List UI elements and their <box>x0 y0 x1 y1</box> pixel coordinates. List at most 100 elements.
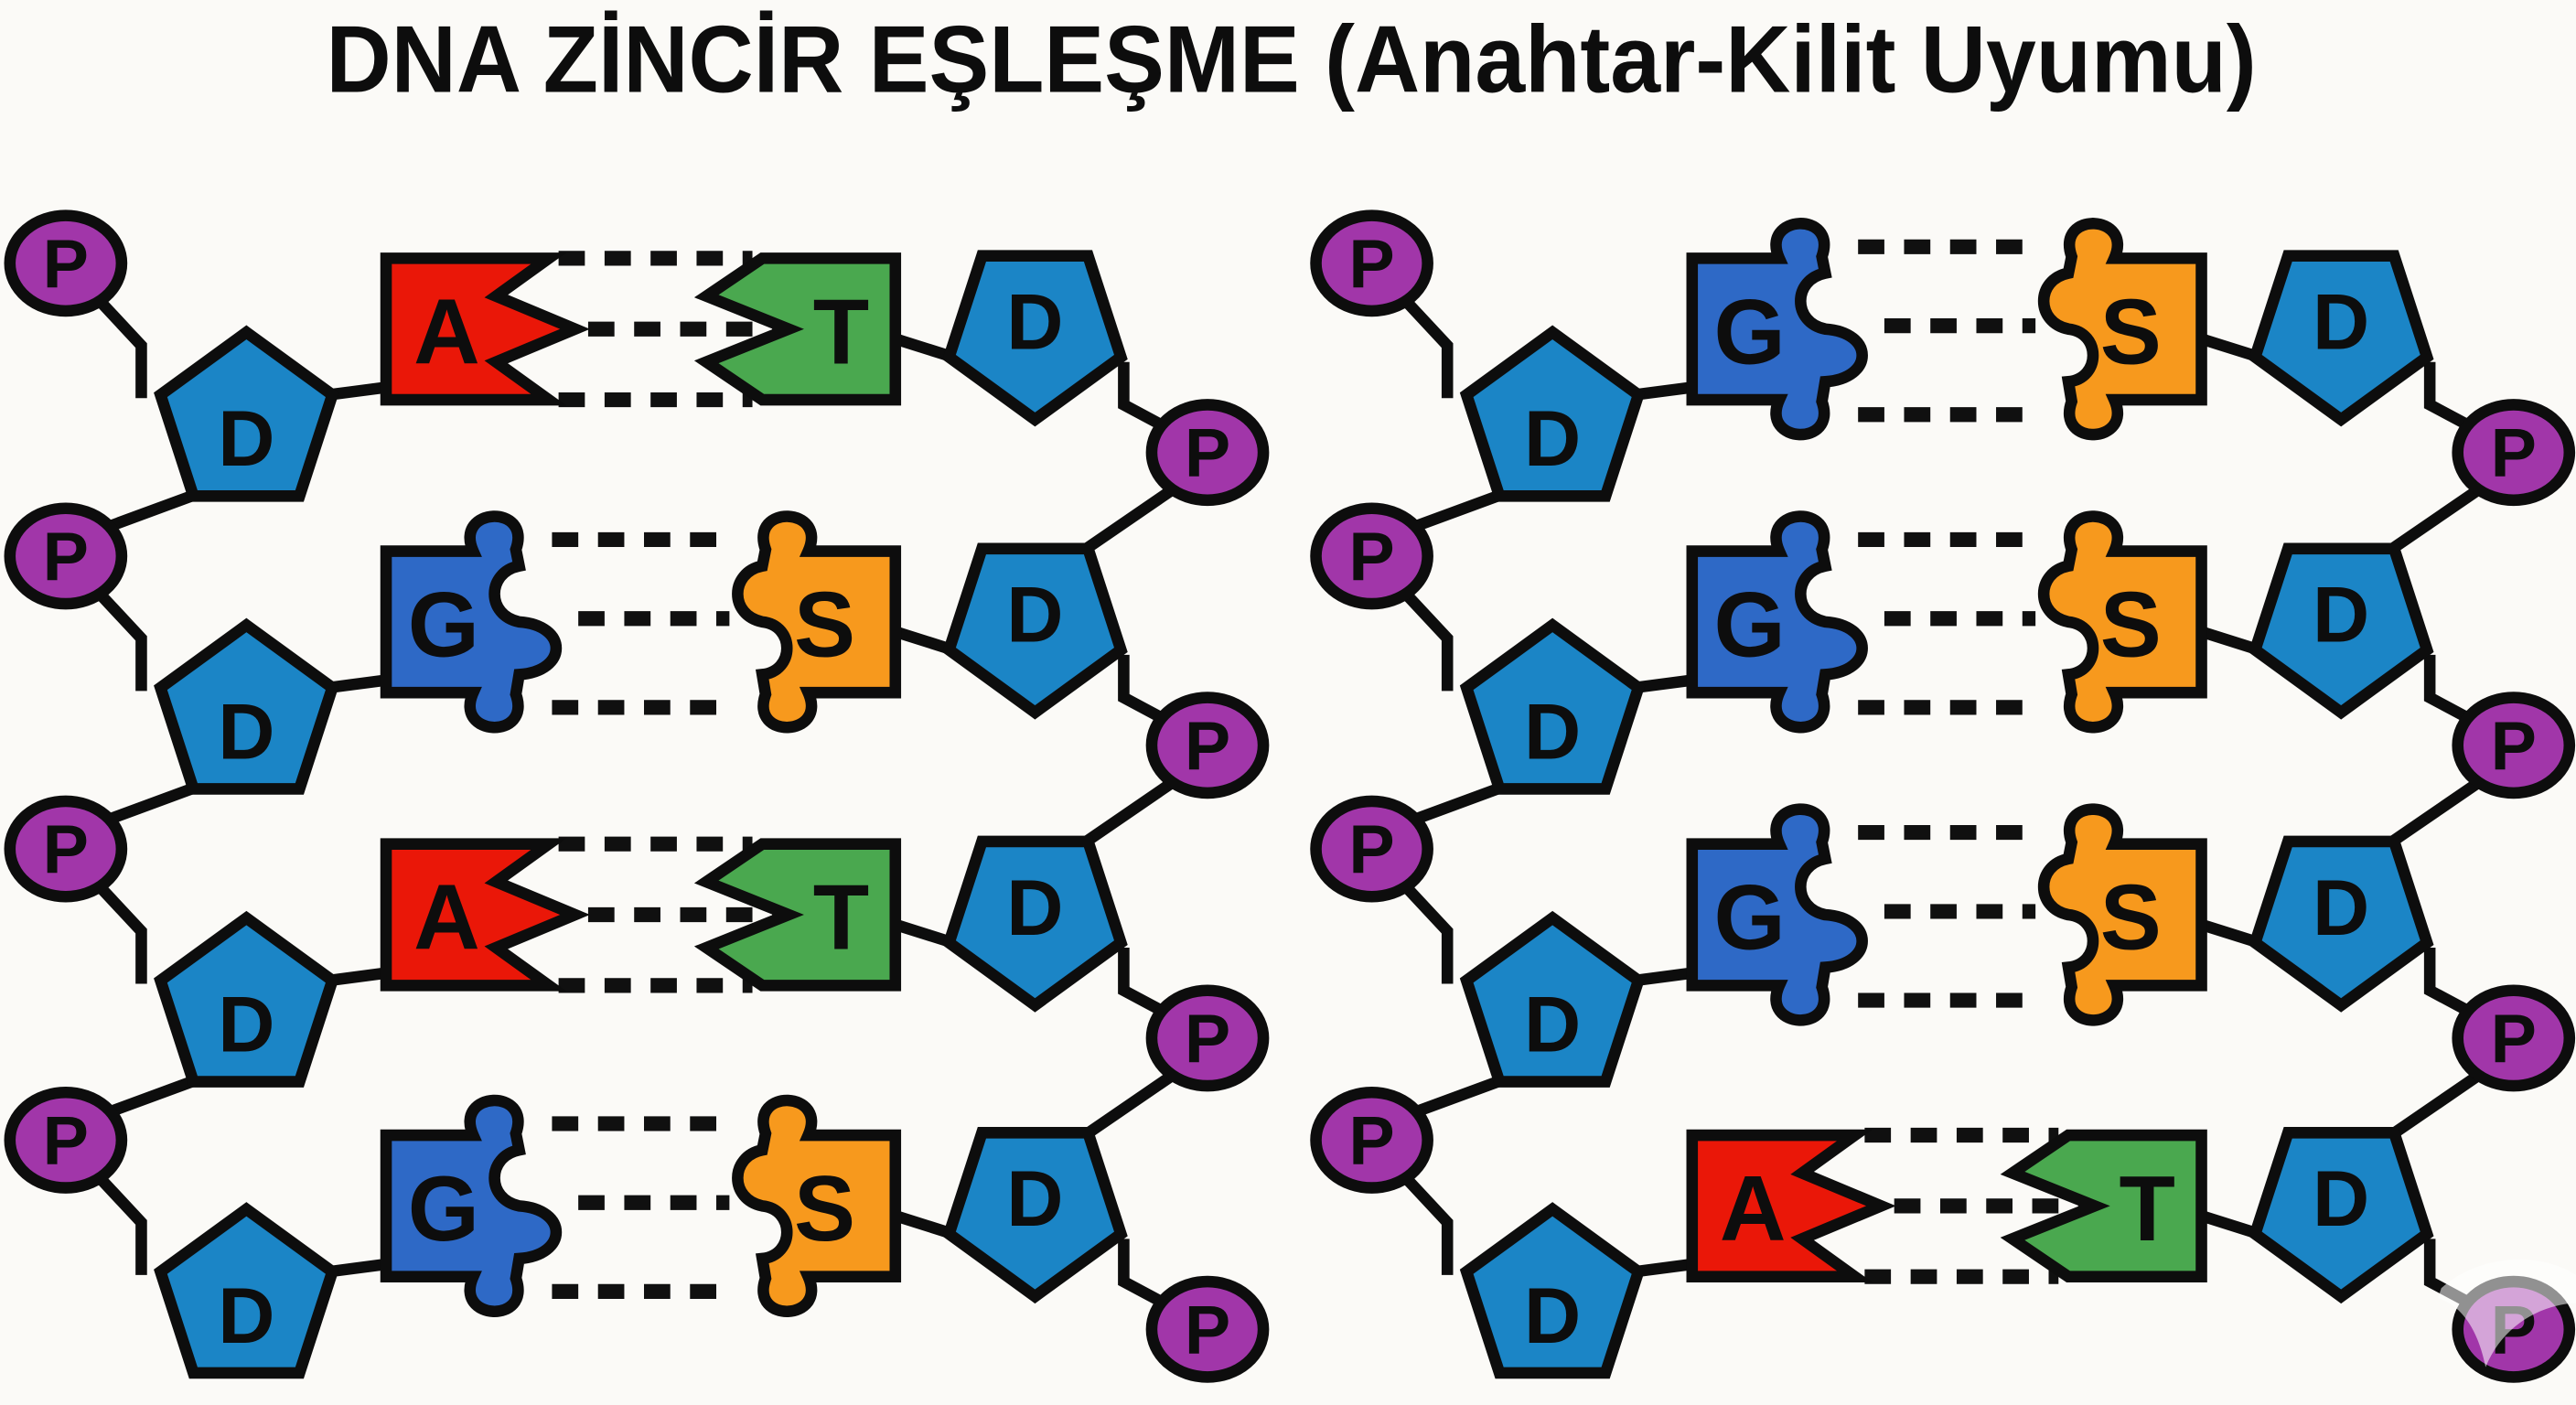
base-letter: A <box>1720 1158 1787 1260</box>
phosphate-label: P <box>1348 225 1394 302</box>
backbone-link <box>1084 775 1180 846</box>
backbone-link <box>2390 1067 2486 1139</box>
base-letter: S <box>794 1158 855 1260</box>
deoxyribose-label: D <box>1524 395 1581 483</box>
deoxyribose-label: D <box>1006 1155 1063 1243</box>
deoxyribose-node: D <box>2248 542 2434 720</box>
backbone-link <box>1397 877 1454 984</box>
phosphate-label: P <box>43 810 89 887</box>
base-letter: S <box>2100 574 2162 676</box>
phosphate-node: P <box>1310 795 1433 903</box>
base-letter: T <box>2120 1158 2175 1260</box>
base-G: G <box>1686 510 1868 734</box>
hydrogen-bonds <box>552 531 736 715</box>
backbone-link <box>1397 1169 1454 1275</box>
hydrogen-bonds <box>552 1116 736 1299</box>
base-letter: S <box>794 574 855 676</box>
phosphate-label: P <box>43 225 89 302</box>
base-letter: A <box>413 281 480 383</box>
phosphate-label: P <box>1348 810 1394 887</box>
phosphate-label: P <box>1185 707 1230 784</box>
deoxyribose-node: D <box>154 617 339 795</box>
backbone-link <box>1397 585 1454 692</box>
deoxyribose-label: D <box>2313 572 2369 660</box>
deoxyribose-node: D <box>1459 1202 1646 1379</box>
hydrogen-bonds <box>558 836 779 993</box>
hydrogen-bonds <box>1864 1127 2086 1284</box>
deoxyribose-node: D <box>154 910 339 1088</box>
base-A: A <box>380 838 590 992</box>
phosphate-label: P <box>1185 1291 1230 1367</box>
phosphate-label: P <box>1185 1000 1230 1077</box>
base-S: S <box>2038 218 2207 441</box>
deoxyribose-label: D <box>1006 572 1063 660</box>
deoxyribose-label: D <box>1524 688 1581 776</box>
phosphate-node: P <box>1145 1275 1270 1383</box>
deoxyribose-node: D <box>942 250 1128 427</box>
phosphate-node: P <box>4 209 128 317</box>
deoxyribose-label: D <box>2313 278 2369 366</box>
deoxyribose-node: D <box>1459 910 1646 1088</box>
deoxyribose-node: D <box>942 1127 1128 1304</box>
base-letter: G <box>408 1158 479 1260</box>
deoxyribose-label: D <box>218 1272 274 1360</box>
deoxyribose-label: D <box>1006 864 1063 952</box>
backbone-link <box>91 292 147 399</box>
phosphate-node: P <box>2452 399 2576 507</box>
backbone-link <box>91 877 147 984</box>
phosphate-label: P <box>2491 707 2537 784</box>
base-S: S <box>2038 803 2207 1026</box>
base-letter: T <box>813 281 869 383</box>
deoxyribose-node: D <box>2248 250 2434 427</box>
backbone-link <box>893 626 955 656</box>
phosphate-node: P <box>2452 692 2576 799</box>
deoxyribose-node: D <box>154 1202 339 1379</box>
deoxyribose-label: D <box>1524 981 1581 1068</box>
backbone-link <box>893 918 955 949</box>
base-letter: T <box>813 867 869 970</box>
base-S: S <box>732 510 902 734</box>
base-letter: A <box>413 867 480 970</box>
backbone-link <box>2390 482 2486 553</box>
backbone-link <box>2390 775 2486 846</box>
phosphate-node: P <box>1145 399 1270 507</box>
phosphate-label: P <box>2491 1000 2537 1077</box>
phosphate-label: P <box>1185 414 1230 491</box>
backbone-link <box>893 1210 955 1239</box>
phosphate-label: P <box>1348 1101 1394 1178</box>
phosphate-node: P <box>1310 1086 1433 1194</box>
watermark <box>2438 1259 2576 1367</box>
hydrogen-bonds <box>1858 824 2043 1008</box>
phosphate-node: P <box>2452 984 2576 1092</box>
backbone-link <box>91 585 147 692</box>
deoxyribose-node: D <box>2248 835 2434 1013</box>
diagram-title: DNA ZİNCİR EŞLEŞME (Anahtar-Kilit Uyumu) <box>326 7 2256 113</box>
phosphate-node: P <box>4 795 128 903</box>
backbone-link <box>1397 292 1454 399</box>
base-G: G <box>1686 218 1868 441</box>
base-G: G <box>380 510 562 734</box>
base-letter: G <box>1714 574 1786 676</box>
base-letter: G <box>1714 867 1786 970</box>
phosphate-label: P <box>2491 414 2537 491</box>
base-letter: G <box>408 574 479 676</box>
deoxyribose-label: D <box>218 981 274 1068</box>
base-T: T <box>693 838 902 992</box>
phosphate-node: P <box>1145 692 1270 799</box>
backbone-link <box>1084 482 1180 553</box>
base-letter: S <box>2100 281 2162 383</box>
base-T: T <box>2000 1129 2207 1283</box>
phosphate-label: P <box>1348 518 1394 595</box>
backbone-link <box>2199 918 2261 949</box>
base-letter: G <box>1714 281 1786 383</box>
deoxyribose-label: D <box>1006 278 1063 366</box>
hydrogen-bonds <box>558 251 779 408</box>
phosphate-label: P <box>43 518 89 595</box>
deoxyribose-node: D <box>2248 1127 2434 1304</box>
phosphate-node: P <box>4 1086 128 1194</box>
deoxyribose-label: D <box>1524 1272 1581 1360</box>
